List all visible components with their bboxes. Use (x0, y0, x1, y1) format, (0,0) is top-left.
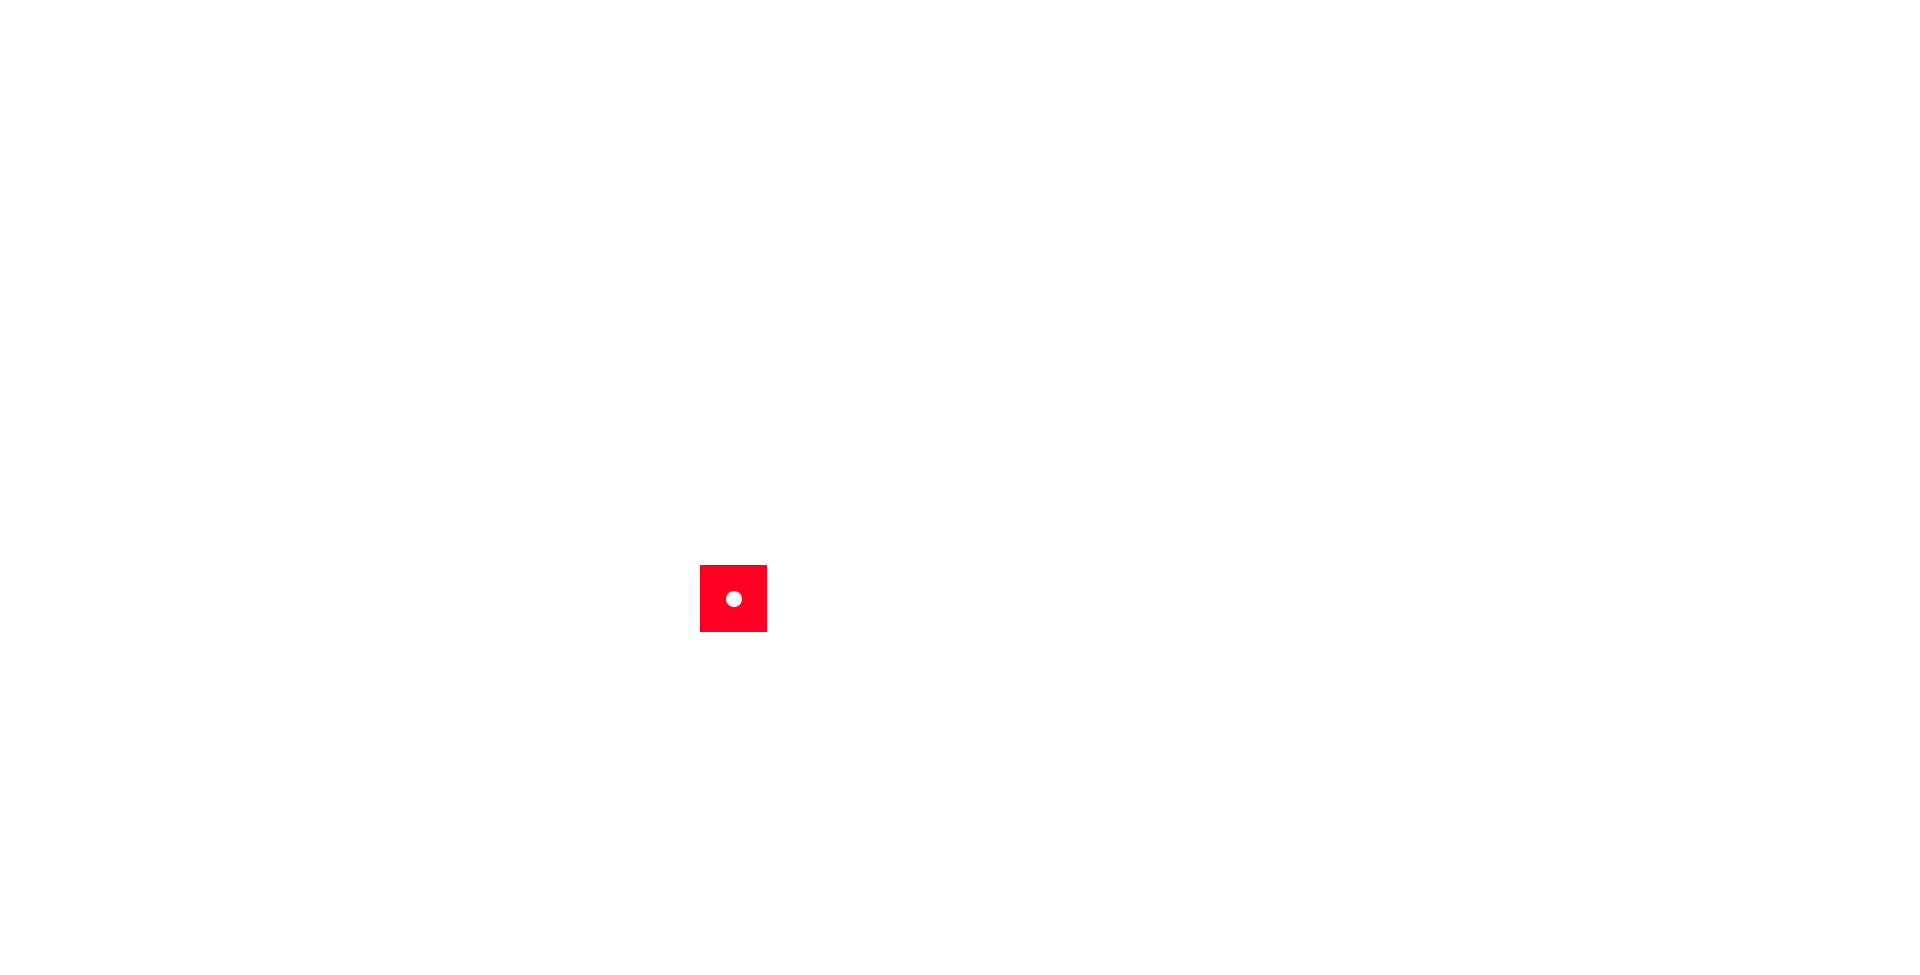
click-target-square[interactable] (700, 565, 767, 632)
target-center-dot-icon (725, 590, 742, 607)
